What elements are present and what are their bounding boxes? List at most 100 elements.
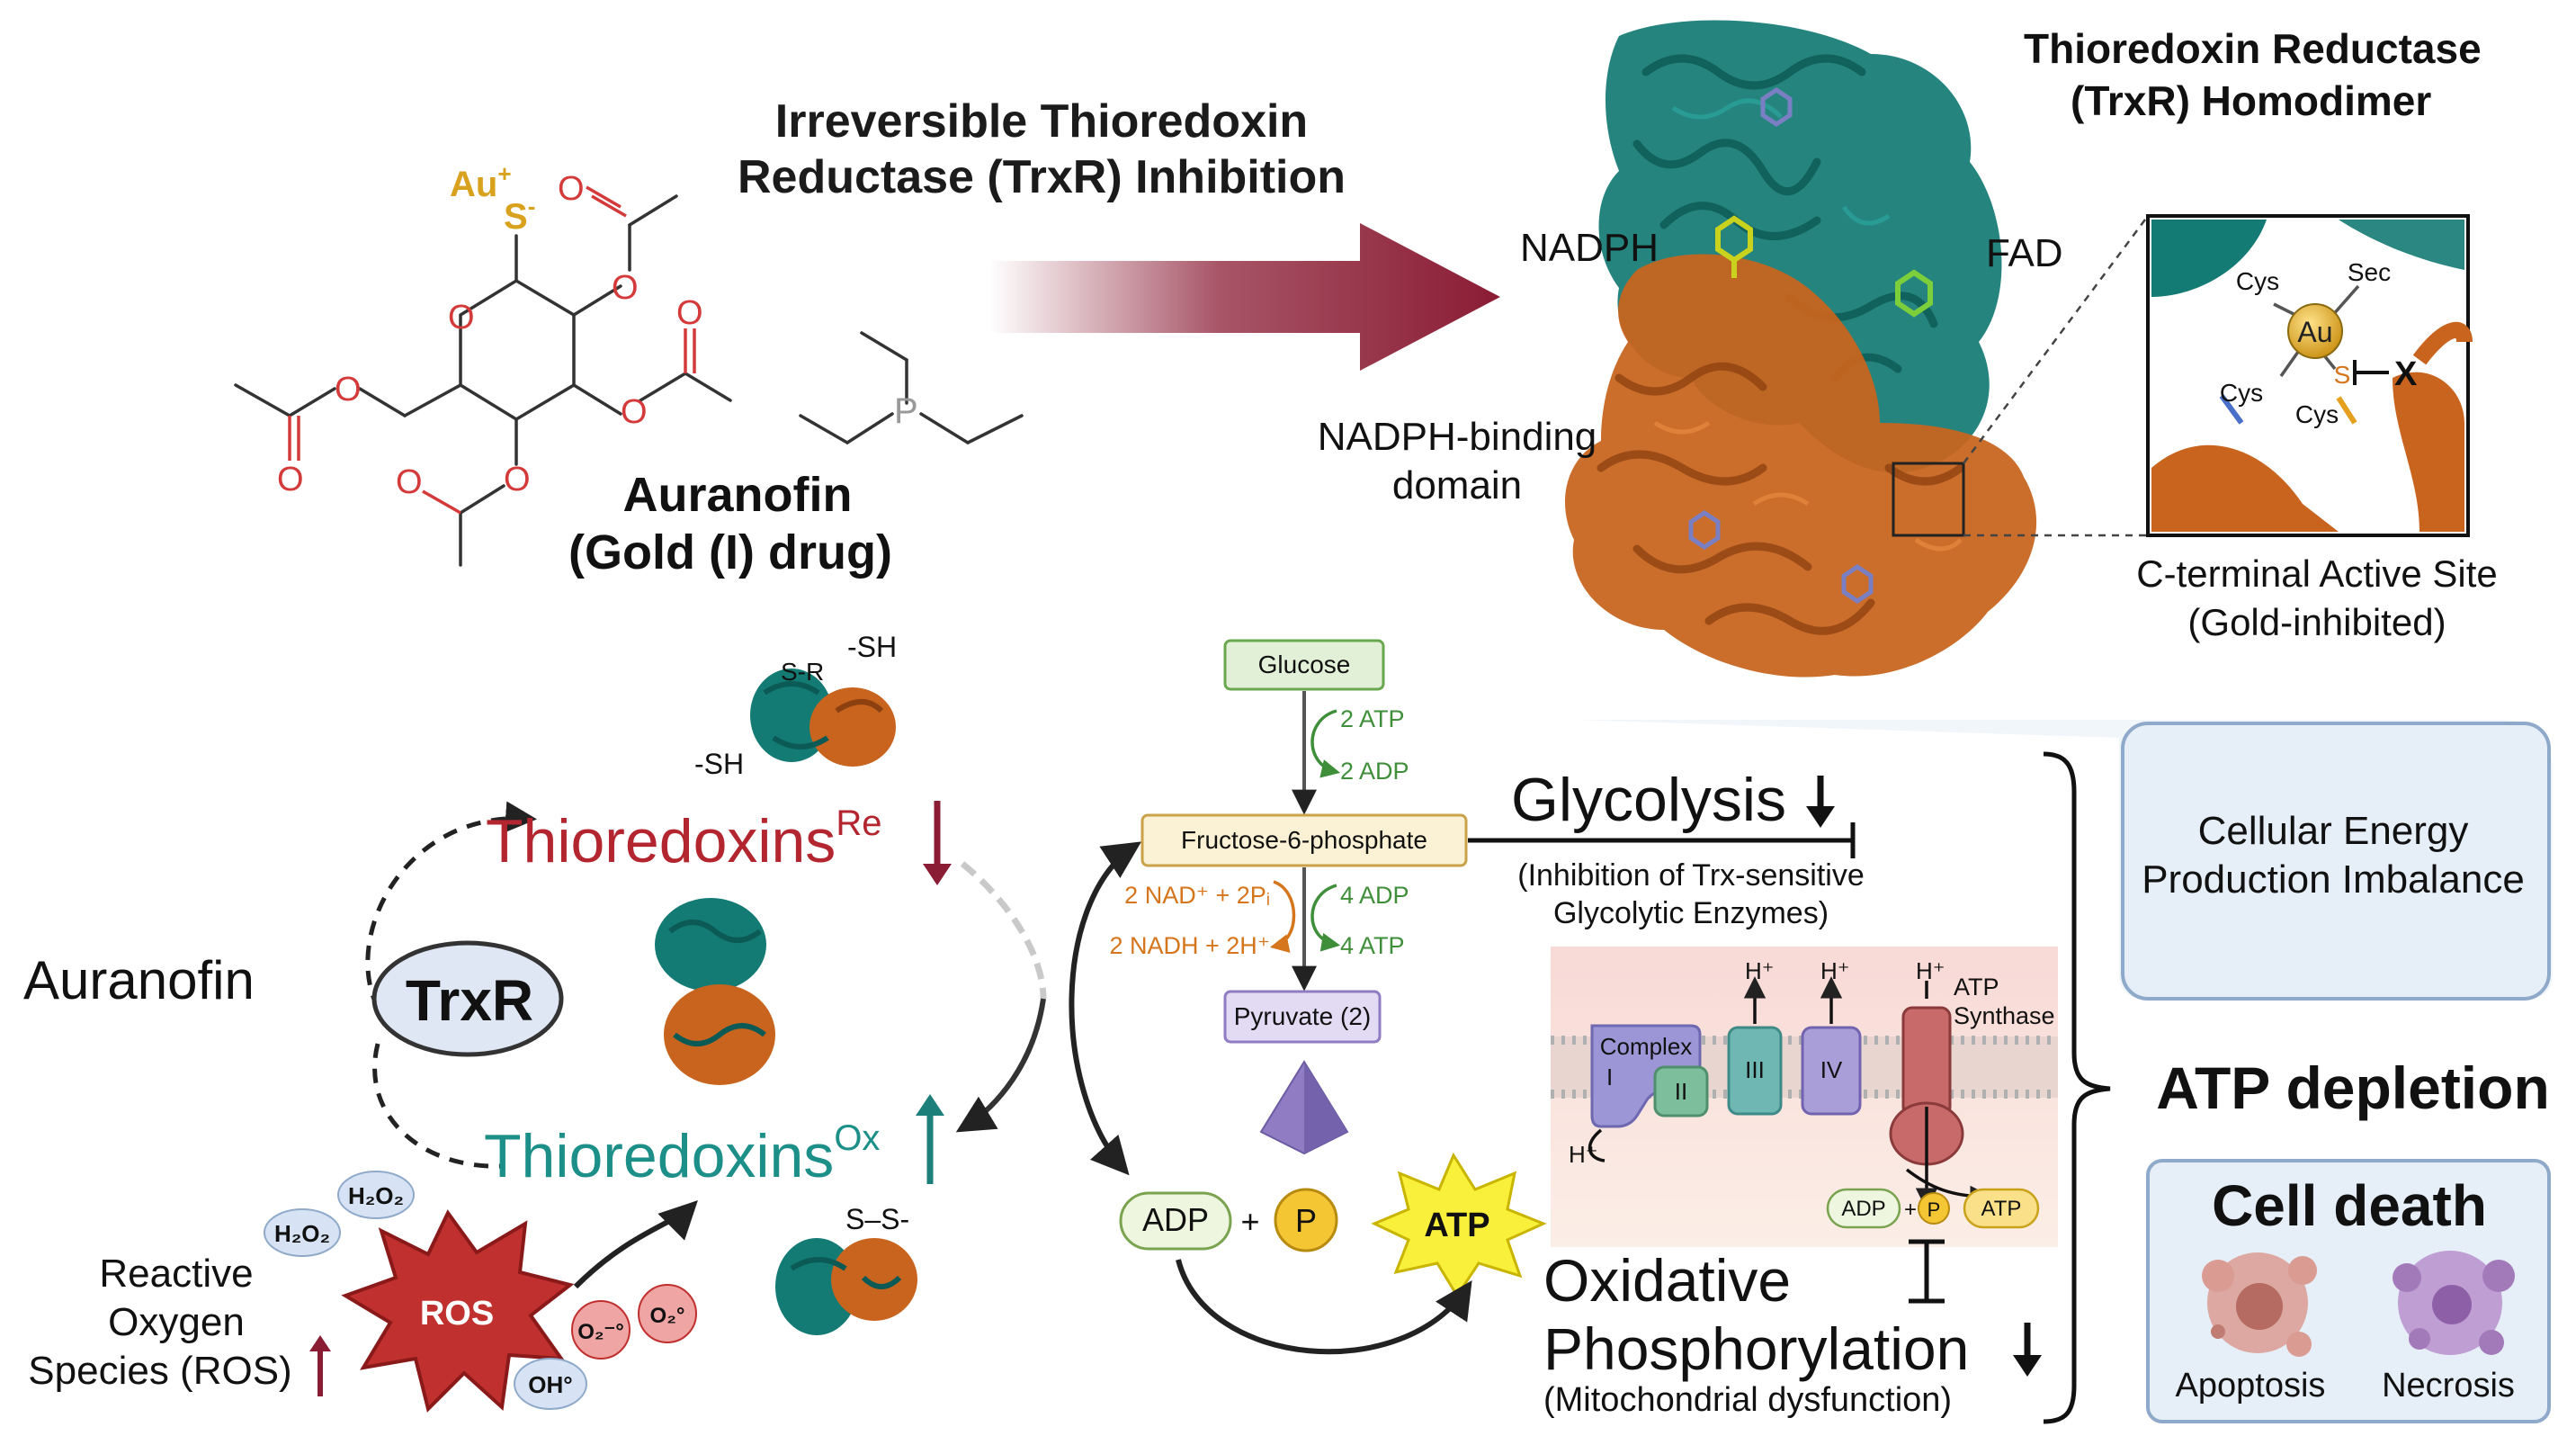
ros-full-line1: Reactive [99,1252,253,1296]
atp-depletion: ATP depletion [2156,1055,2550,1121]
phosphate-label: P [1295,1202,1317,1239]
oxphos-title-line2: Phosphorylation [1543,1315,1969,1382]
ox-adp-label: ADP [1841,1197,1885,1221]
dashed-arrow-down [372,1043,505,1169]
label-disulfide: S–S- [845,1203,909,1235]
energy-imbalance-panel [2121,722,2551,1001]
adp-pill [1119,1191,1232,1251]
ros-full-line3: Species (ROS) [28,1349,291,1393]
ros-full-line2: Oxygen [108,1300,245,1344]
inhibition-title-line2: Reductase (TrxR) Inhibition [738,151,1346,203]
hydroxyl-bubble [514,1358,587,1410]
inset-sec: Sec [2348,258,2391,286]
label-4-atp: 4 ATP [1340,932,1405,959]
ox-phosphate-label: P [1928,1198,1941,1221]
energy-imbalance-line2: Production Imbalance [2142,857,2525,902]
complex-2-label: II [1675,1078,1687,1105]
h2o2-bubble-1 [264,1208,341,1257]
trxr-small-protein [655,898,775,1085]
trx-reduced-protein [750,669,896,767]
cell-death-panel [2146,1159,2551,1423]
atp-synthase-label-2: Synthase [1954,1002,2055,1029]
pyruvate-box [1223,990,1382,1044]
ox-atp-pill [1963,1188,2040,1229]
phosphorus-atom: P [894,391,918,431]
oxphos-down-arrow-head [2013,1355,2042,1377]
glycolysis-title: Glycolysis [1511,766,1786,834]
trx-re-down-arrow-head [923,864,952,885]
ros-arrow [573,1200,698,1289]
glycolysis-note-line1: (Inhibition of Trx-sensitive [1517,858,1865,893]
complex-1-label: I [1606,1064,1613,1090]
trxr-ellipse [371,940,564,1057]
au-atom: Au+ [450,160,512,204]
phosphate-circle [1274,1188,1338,1252]
h2o2-label-1: H₂O₂ [274,1220,330,1247]
apoptosis-label: Apoptosis [2176,1367,2326,1405]
label-nadh: 2 NADH + 2H⁺ [1109,932,1270,959]
auranofin-molecule: Au+ S- O O O O O O O O O P [234,160,1024,567]
inhibition-arrow [989,223,1500,371]
inset-cys-1: Cys [2236,267,2279,295]
trx-ox-up-arrow-head [916,1094,944,1116]
oxygen-2: O [558,170,585,208]
label-2-atp: 2 ATP [1340,705,1405,732]
oxphos-note: (Mitochondrial dysfunction) [1543,1381,1952,1419]
necrosis-label: Necrosis [2382,1367,2515,1405]
complex-3-label: III [1745,1056,1765,1083]
pyruvate-label: Pyruvate (2) [1234,1002,1372,1030]
inhibition-title-line1: Irreversible Thioredoxin [775,95,1308,148]
inset-cys-3: Cys [2295,400,2339,428]
atp-synthase-stalk [1901,1006,1952,1117]
label-nad: 2 NAD⁺ + 2Pᵢ [1124,882,1270,909]
oxphos-title-line1: Oxidative [1543,1247,1791,1314]
trxr-label: TrxR [406,968,533,1033]
superoxide-label-2: O₂° [650,1304,685,1328]
superoxide-label-1: O₂⁻° [577,1320,624,1344]
glucose-label: Glucose [1258,651,1351,678]
superoxide-bubble-1 [571,1300,631,1360]
label-sh-left: -SH [694,748,744,780]
label-nadph: NADPH [1520,226,1659,270]
complex-1 [1590,1024,1702,1128]
energy-imbalance-line1: Cellular Energy [2198,809,2469,853]
oxygen-3: O [621,393,648,431]
thioredoxins-oxidized: ThioredoxinsOx [484,1118,880,1190]
apoptosis-cell [2202,1252,2317,1357]
h2o2-bubble-2 [337,1171,415,1219]
thioredoxins-reduced: ThioredoxinsRe [486,803,881,875]
complex-3 [1727,1026,1783,1116]
oxygen-4: O [676,294,703,332]
inset-au: Au [2297,316,2332,348]
h-plus-4: H⁺ [1820,957,1850,984]
oxygen-5: O [504,461,531,498]
s-atom: S- [504,193,535,237]
cell-death-title: Cell death [2212,1173,2487,1238]
trx-to-ox-arrow [955,998,1046,1133]
ox-adp-pill [1826,1188,1901,1229]
zoom-line-top [1962,215,2150,464]
h-plus-3: H⁺ [1745,957,1775,984]
inset-cys-2: Cys [2220,379,2263,407]
ros-label: ROS [420,1295,494,1333]
label-nadph-binding-domain: domain [1392,463,1522,507]
adp-label: ADP [1142,1201,1209,1238]
ros-up-arrow-head [309,1335,331,1351]
ros-burst [341,1209,575,1413]
complex-4 [1801,1026,1862,1116]
oxygen-7: O [335,371,362,408]
glycolysis-down-arrow-head [1806,806,1835,828]
oxygen-8: O [277,461,304,498]
double-arrow-f6p-adp [1069,841,1142,1176]
active-site-inset: Au Cys Sec Cys S Cys X [2146,214,2473,537]
f6p-box [1140,813,1468,867]
auranofin-label: Auranofin [23,950,255,1010]
pyruvate-pyramid-shade [1304,1062,1347,1153]
ox-atp-label: ATP [1981,1197,2022,1221]
protein-title-line1: Thioredoxin Reductase [2024,25,2482,72]
ring-oxygen: O [448,299,475,337]
necrosis-cell [2393,1251,2515,1355]
label-sh-top: -SH [847,631,897,663]
protein-title-line2: (TrxR) Homodimer [2071,77,2431,124]
atp-synthase-label-1: ATP [1954,974,1999,1001]
